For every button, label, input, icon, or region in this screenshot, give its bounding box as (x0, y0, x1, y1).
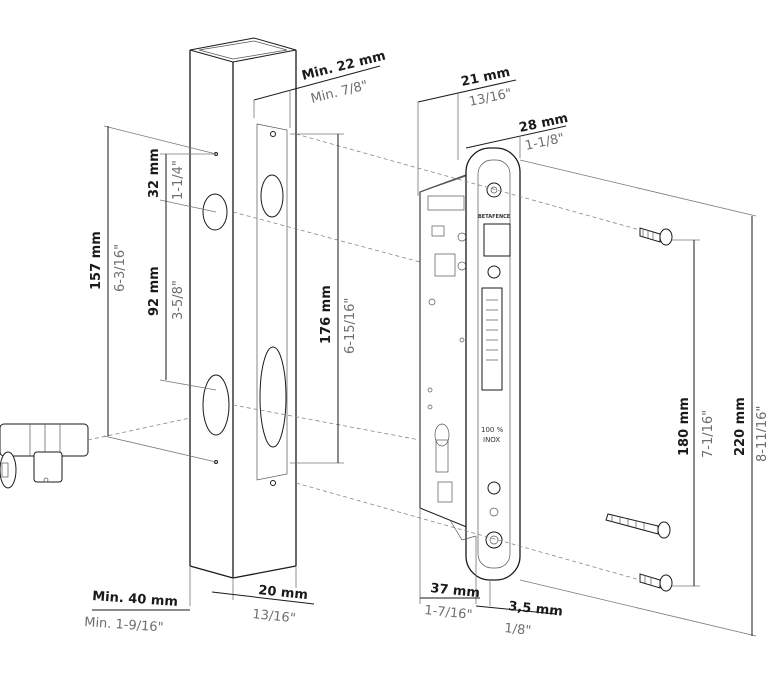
projection-lines (232, 133, 641, 581)
dim-min22-metric: Min. 22 mm (300, 49, 387, 84)
dim-180-metric: 180 mm (677, 397, 692, 456)
dim-92-metric: 92 mm (147, 266, 162, 316)
dim-32-metric: 32 mm (147, 148, 162, 198)
dim-20-imperial: 13/16" (252, 607, 297, 626)
dimension-lines (92, 65, 757, 637)
dim-220-imperial: 8-11/16" (755, 406, 766, 462)
dim-37-imperial: 1-7/16" (424, 603, 473, 623)
dim-35-imperial: 1/8" (504, 621, 532, 639)
dim-32-imperial: 1-1/4" (171, 160, 186, 200)
dim-220-metric: 220 mm (733, 397, 748, 456)
dim-180-imperial: 7-1/16" (701, 410, 716, 458)
mortise-lock-icon: BETAFENCE 100 % INOX (419, 147, 521, 581)
dim-21-metric: 21 mm (460, 65, 512, 90)
lock-cylinder-icon (0, 417, 191, 489)
dim-min40-imperial: Min. 1-9/16" (84, 615, 164, 636)
dim-176-metric: 176 mm (319, 285, 334, 344)
dim-min40-metric: Min. 40 mm (92, 589, 179, 610)
dim-20-metric: 20 mm (258, 583, 309, 603)
faceplate-material-line1: 100 % (481, 426, 504, 434)
dim-157-metric: 157 mm (89, 231, 104, 290)
faceplate-brand: BETAFENCE (478, 214, 511, 220)
dim-35-metric: 3,5 mm (508, 599, 564, 620)
dim-37-metric: 37 mm (430, 581, 481, 601)
dim-92-imperial: 3-5/8" (171, 280, 186, 320)
gate-post-icon (189, 37, 297, 579)
faceplate-material-line2: INOX (483, 436, 500, 444)
screw-icon (605, 227, 673, 592)
dim-176-imperial: 6-15/16" (343, 298, 358, 354)
dim-157-imperial: 6-3/16" (113, 244, 128, 292)
